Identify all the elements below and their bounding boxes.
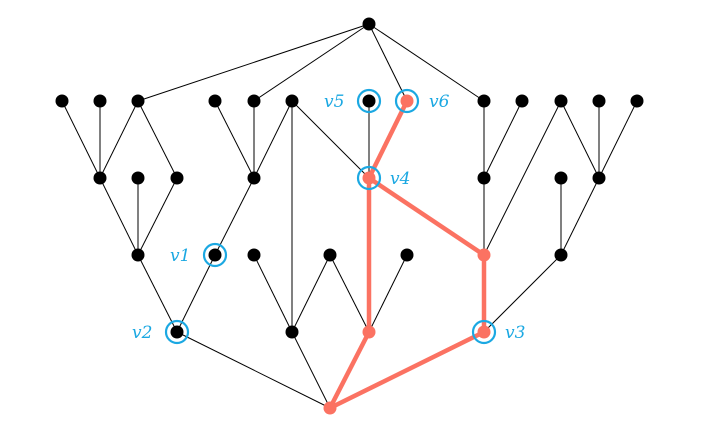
edges bbox=[61, 23, 638, 411]
node bbox=[477, 94, 491, 108]
highlight-edge bbox=[329, 329, 485, 411]
edge bbox=[61, 100, 101, 179]
node bbox=[285, 94, 299, 108]
edge bbox=[368, 23, 408, 102]
label-v6: v6 bbox=[429, 92, 450, 112]
edge bbox=[253, 23, 370, 102]
marker-ring-v1 bbox=[202, 242, 228, 268]
node bbox=[93, 171, 107, 185]
node bbox=[323, 248, 337, 262]
edge bbox=[253, 100, 293, 179]
node bbox=[131, 94, 145, 108]
label-v4: v4 bbox=[390, 169, 410, 189]
node bbox=[170, 325, 184, 339]
edge bbox=[99, 100, 139, 179]
node bbox=[630, 94, 644, 108]
edge bbox=[291, 254, 331, 333]
edge bbox=[483, 100, 523, 179]
edge bbox=[329, 254, 370, 333]
highlight-edge bbox=[367, 176, 486, 257]
node bbox=[477, 171, 491, 185]
label-v5: v5 bbox=[324, 92, 344, 112]
node bbox=[170, 171, 184, 185]
node bbox=[400, 248, 414, 262]
label-v3: v3 bbox=[505, 323, 525, 343]
node bbox=[247, 94, 261, 108]
edge bbox=[137, 23, 370, 102]
node bbox=[554, 171, 568, 185]
node bbox=[131, 171, 145, 185]
label-v1: v1 bbox=[170, 246, 190, 266]
edge bbox=[291, 331, 331, 409]
edge bbox=[137, 100, 178, 179]
edge bbox=[368, 254, 408, 333]
node bbox=[515, 94, 529, 108]
labels: v1 v2 v3 v4 v5 v6 bbox=[132, 92, 525, 343]
nodes bbox=[55, 17, 644, 415]
highlight-node bbox=[400, 94, 414, 108]
edge bbox=[368, 23, 485, 102]
node bbox=[285, 325, 299, 339]
marker-ring-v3 bbox=[471, 319, 497, 345]
edge bbox=[560, 100, 600, 179]
label-v2: v2 bbox=[132, 323, 152, 343]
node bbox=[362, 17, 376, 31]
node bbox=[55, 94, 69, 108]
node bbox=[592, 94, 606, 108]
edge bbox=[291, 100, 370, 179]
edge bbox=[214, 100, 255, 179]
node bbox=[93, 94, 107, 108]
highlight-edge bbox=[327, 330, 372, 410]
marker-ring-v2 bbox=[164, 319, 190, 345]
edge bbox=[483, 100, 562, 256]
node bbox=[362, 94, 376, 108]
marker-ring-v6 bbox=[394, 88, 420, 114]
edge bbox=[137, 254, 178, 333]
markers bbox=[164, 88, 497, 345]
highlight-node bbox=[323, 401, 337, 415]
node bbox=[208, 94, 222, 108]
highlight-node bbox=[477, 248, 491, 262]
highlight-node bbox=[362, 325, 376, 339]
highlight-node bbox=[477, 325, 491, 339]
highlight-edge bbox=[366, 100, 410, 179]
node bbox=[247, 171, 261, 185]
edge bbox=[598, 100, 638, 179]
edge bbox=[176, 331, 331, 409]
highlight-node bbox=[362, 171, 376, 185]
node bbox=[131, 248, 145, 262]
edge bbox=[99, 177, 139, 256]
node bbox=[554, 248, 568, 262]
node bbox=[208, 248, 222, 262]
node bbox=[554, 94, 568, 108]
edge bbox=[483, 254, 562, 333]
node bbox=[247, 248, 261, 262]
edge bbox=[214, 177, 255, 256]
node bbox=[592, 171, 606, 185]
edge bbox=[560, 177, 600, 256]
edge bbox=[137, 177, 178, 256]
edge bbox=[176, 254, 216, 333]
marker-ring-v5 bbox=[356, 88, 382, 114]
edge bbox=[253, 254, 293, 333]
marker-ring-v4 bbox=[356, 165, 382, 191]
